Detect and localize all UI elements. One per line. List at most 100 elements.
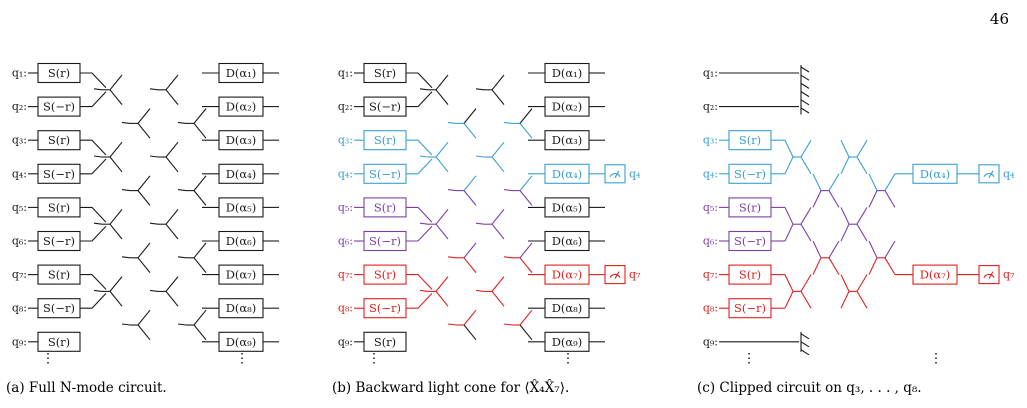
panel-a-stage2-2-dn [165,223,179,240]
panel-b-stage2-3-l [475,289,485,292]
panel-b-stage2-0-l [475,88,485,91]
panel-b-stage2-0-dn [491,89,505,105]
panel-b-displacement-5-label: D(α₅) [552,200,583,214]
panel-b-qubit-label-6: q₆: [338,235,353,248]
panel-a-stage0-3-l [93,289,103,292]
panel-a-bs1-2-in-bot [80,225,107,242]
panel-c-stage3-0-ob [884,190,896,208]
panel-b-stage2-3-dn [491,291,505,307]
panel-a-stage2-1-l [149,155,159,158]
panel-a-stage0-0-l [93,88,103,91]
panel-a-stage0-2-l [93,222,103,225]
panel-a-displacement-7-label: D(α₇) [226,268,257,282]
panel-b-stage0-0-dn [435,89,449,105]
panel-c-stage1-0-ob [828,190,840,208]
panel-c-stage2-0-ob [856,156,868,175]
panel-c-qubit-label-5: q₅: [703,201,718,214]
panel-a-stage3-0-dn [193,123,207,139]
panel-a-stage0-2-up [109,209,123,225]
panel-a-qubit-label-3: q₃: [12,134,27,147]
panel-a-displacement-4-label: D(α₄) [226,167,257,181]
panel-b-qubit-label-1: q₁: [338,67,353,80]
panel-c-stage1-1-ob [828,257,840,275]
panel-b-stage0-1-up [435,141,449,158]
panel-a-stage2-3-l [149,289,159,292]
panel-a-stage1-2-l [121,256,131,259]
panel-c-stage0-2-ob [800,291,812,309]
panel-a-qubit-label-2: q₂: [12,100,27,113]
panel-c-stage3-1-ib [868,257,878,275]
panel-c-stage3-1-oa [884,240,896,259]
panel-b-stage1-0-up [463,108,477,124]
panel-a-displacement-9-label: D(α₉) [226,335,257,349]
panel-a-stage3-2-dn [193,257,207,273]
panel-b-bs1-2-in-top [406,206,433,223]
panel-c-stage1-0-oa [828,173,840,191]
panel-a-stage1-1-dn [137,190,151,206]
panel-c-squeezer-7-label: S(r) [739,268,761,282]
panel-c-stage0-1-oa [800,207,812,225]
panel-a-stage1-1-l [121,189,131,192]
panel-b-squeezer-1-label: S(r) [374,66,396,80]
panel-b-stage3-2-l [503,256,513,259]
panel-b-measure-0-needle [614,170,620,179]
panel-b-bs1-2-in-bot [406,225,433,242]
panel-b-bs1-3-in-top [406,274,433,290]
panel-b-stage0-0-l [419,88,429,91]
panel-c-stage0-2-ia [784,274,794,292]
panel-c-stage2-1-ib [840,223,850,242]
panel-b-stage1-2-up [463,242,477,259]
panel-c-wall-bot-hatch-2 [800,349,810,356]
panel-c-stage0-1-ob [800,223,812,242]
panel-c-stage0-0-oa [800,139,812,158]
panel-b-stage2-1-l [475,155,485,158]
panel-c-qubit-label-6: q₆: [703,235,718,248]
panel-c-stage0-1-ib [784,223,794,242]
caption-panel-b: (b) Backward light cone for ⟨X̂₄X̂₇⟩. [332,380,570,396]
panel-c-qubit-label-1: q₁: [703,67,718,80]
panel-a-stage2-3-up [165,276,179,292]
panel-b-bs1-3-in-bot [406,293,433,309]
panel-a-stage0-3-dn [109,291,123,307]
panel-c-stage3-0-oa [884,173,896,191]
panel-b-stage0-2-dn [435,223,449,240]
panel-c-measure-0-arc [983,173,995,178]
panel-c-stage1-0-ib [812,190,822,208]
panel-a-stage1-2-up [137,242,151,259]
panel-a-bs1-2-in-top [80,206,107,223]
panel-a-stage1-3-dn [137,324,151,341]
panel-b-bs1-0-in-bot [406,91,433,108]
panel-a-qubit-label-4: q₄: [12,167,27,180]
panel-b-displacement-2-label: D(α₂) [552,100,583,114]
panel-a-bs1-0-in-bot [80,91,107,108]
panel-b-stage3-0-dn [519,123,533,139]
panel-b-qubit-label-8: q₈: [338,302,353,315]
panel-a-stage2-0-up [165,74,179,91]
panel-a-stage3-3-up [193,309,207,326]
panel-c-stage2-1-ia [840,207,850,225]
panel-b-stage3-3-dn [519,324,533,341]
panel-c-stage2-0-oa [856,139,868,158]
panel-b-qubit-label-5: q₅: [338,201,353,214]
panel-b-measure-0-arc [609,173,621,178]
panel-c-squeezer-4-label: S(−r) [734,167,766,181]
panel-c-stage2-2-ib [840,291,850,309]
panel-b-stage1-3-l [447,323,457,326]
panel-c-stage3-0-ia [868,173,878,191]
panel-b-displacement-6-label: D(α₆) [552,234,583,248]
panel-c-stage0-0-ia [784,139,794,158]
panel-c-measure-label-0: q₄ [1003,167,1015,180]
panel-a-stage1-0-l [121,121,131,124]
panel-c-stage2-2-ia [840,274,850,292]
panel-b-displacement-8-label: D(α₈) [552,301,583,315]
panel-b-measure-label-1: q₇ [629,268,641,281]
panel-a-qubit-label-7: q₇: [12,268,27,281]
panel-b-stage1-2-dn [463,257,477,273]
panel-c-wall-top-hatch-3 [800,91,810,98]
panel-c-qubit-label-3: q₃: [703,134,718,147]
panel-a-stage3-0-up [193,108,207,124]
panel-c-stage3-1-ob [884,257,896,275]
panel-a-squeezer-5-label: S(r) [48,200,70,214]
panel-b-stage3-2-dn [519,257,533,273]
panel-a-squeezer-2-label: S(−r) [43,100,75,114]
